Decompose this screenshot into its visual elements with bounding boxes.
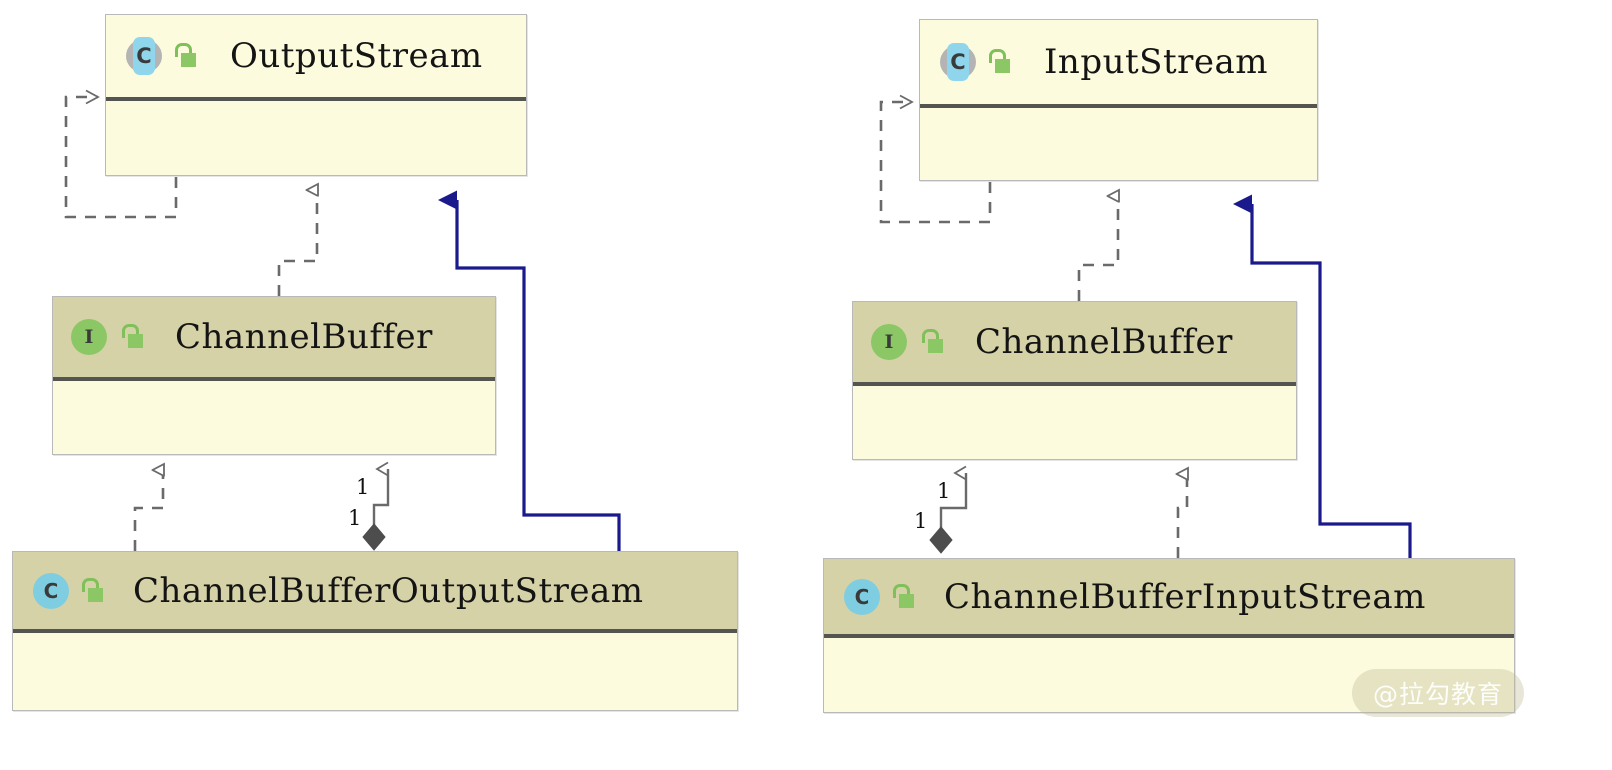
node-header-output-stream: C OutputStream xyxy=(106,15,526,101)
abstract-class-icon: C xyxy=(938,42,978,82)
class-icon: C xyxy=(31,571,71,611)
multiplicity-label-left-lower: 1 xyxy=(348,506,362,530)
node-body-output-stream xyxy=(106,101,526,173)
watermark: @拉勾教育 xyxy=(1352,669,1524,717)
interface-icon: I xyxy=(869,322,909,362)
class-name-channel-buffer-output-stream: ChannelBufferOutputStream xyxy=(133,570,644,611)
uml-class-input-stream[interactable]: C InputStream xyxy=(919,19,1318,181)
public-lock-icon xyxy=(172,42,198,70)
public-lock-icon xyxy=(919,328,945,356)
node-header-channel-buffer-output-stream: C ChannelBufferOutputStream xyxy=(13,552,737,633)
node-header-channel-buffer-input-stream: C ChannelBufferInputStream xyxy=(824,559,1514,638)
node-body-channel-buffer-input-stream xyxy=(824,638,1514,710)
multiplicity-label-right-upper: 1 xyxy=(937,479,951,503)
class-name-channel-buffer-input-stream: ChannelBufferInputStream xyxy=(944,576,1426,617)
class-icon: C xyxy=(842,577,882,617)
class-name-output-stream: OutputStream xyxy=(230,36,483,76)
uml-class-output-stream[interactable]: C OutputStream xyxy=(105,14,527,176)
interface-icon: I xyxy=(69,317,109,357)
node-header-channel-buffer-right: I ChannelBuffer xyxy=(853,302,1296,386)
public-lock-icon xyxy=(79,577,105,605)
public-lock-icon xyxy=(119,323,145,351)
node-body-channel-buffer-left xyxy=(53,381,495,452)
class-name-channel-buffer-left: ChannelBuffer xyxy=(175,317,433,357)
edge-channel-buffer-right-realizes-input-stream xyxy=(1077,196,1118,301)
uml-class-channel-buffer-input-stream[interactable]: C ChannelBufferInputStream xyxy=(823,558,1515,713)
uml-class-channel-buffer-output-stream[interactable]: C ChannelBufferOutputStream xyxy=(12,551,738,711)
edge-cbis-realizes-channel-buffer-right xyxy=(1178,474,1187,558)
abstract-class-icon: C xyxy=(124,36,164,76)
edge-channel-buffer-left-realizes-output-stream xyxy=(277,190,317,296)
uml-interface-channel-buffer-left[interactable]: I ChannelBuffer xyxy=(52,296,496,455)
multiplicity-label-right-lower: 1 xyxy=(914,509,928,533)
edge-cbos-realizes-channel-buffer-left xyxy=(133,470,163,551)
node-body-channel-buffer-output-stream xyxy=(13,633,737,708)
node-header-input-stream: C InputStream xyxy=(920,20,1317,108)
composition-diamond-left xyxy=(362,523,386,551)
node-header-channel-buffer-left: I ChannelBuffer xyxy=(53,297,495,381)
node-body-channel-buffer-right xyxy=(853,386,1296,457)
public-lock-icon xyxy=(890,583,916,611)
public-lock-icon xyxy=(986,48,1012,76)
node-body-input-stream xyxy=(920,108,1317,178)
uml-interface-channel-buffer-right[interactable]: I ChannelBuffer xyxy=(852,301,1297,460)
multiplicity-label-left-upper: 1 xyxy=(356,475,370,499)
composition-diamond-right xyxy=(929,526,953,554)
class-name-channel-buffer-right: ChannelBuffer xyxy=(975,322,1233,362)
class-name-input-stream: InputStream xyxy=(1044,42,1268,82)
